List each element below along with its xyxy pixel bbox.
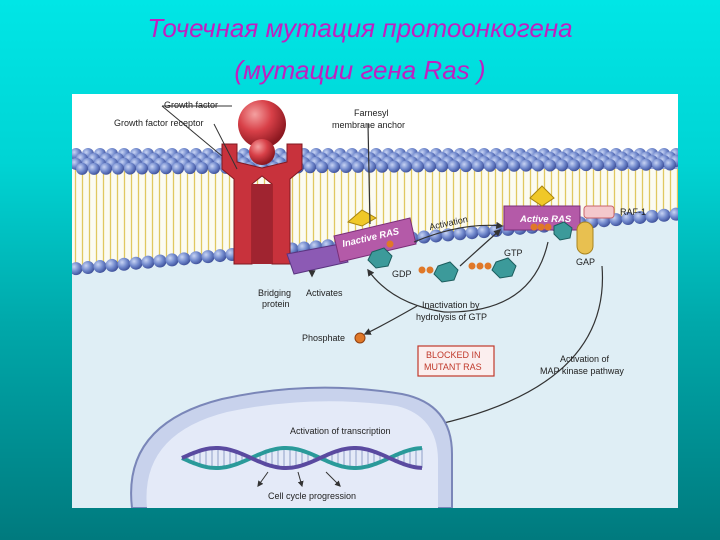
label-map-1: Activation of xyxy=(560,354,610,364)
label-transcription: Activation of transcription xyxy=(290,426,391,436)
label-cell-cycle: Cell cycle progression xyxy=(268,491,356,501)
gtp-molecule xyxy=(468,257,517,279)
label-growth-factor: Growth factor xyxy=(164,100,218,110)
label-gdp: GDP xyxy=(392,269,412,279)
label-gtp: GTP xyxy=(504,248,523,258)
gap-protein xyxy=(576,221,594,255)
bridging-protein xyxy=(286,243,349,275)
active-ras: Active RAS xyxy=(503,185,581,241)
growth-factor xyxy=(238,100,286,165)
label-bridging-2: protein xyxy=(262,299,290,309)
label-inactivation-2: hydrolysis of GTP xyxy=(416,312,487,322)
label-activates: Activates xyxy=(306,288,343,298)
label-farnesyl-2: membrane anchor xyxy=(332,120,405,130)
label-blocked-1: BLOCKED IN xyxy=(426,350,481,360)
receptor-pointer xyxy=(213,123,238,170)
label-inactivation-1: Inactivation by xyxy=(422,300,480,310)
blocked-box xyxy=(417,345,495,377)
label-blocked-2: MUTANT RAS xyxy=(424,362,482,372)
label-raf1: RAF-1 xyxy=(620,207,646,217)
raf1-protein xyxy=(583,205,615,219)
label-gap: GAP xyxy=(576,257,595,267)
growth-factor-pointer xyxy=(161,105,223,157)
gdp-bound-hex xyxy=(367,247,393,269)
label-phosphate: Phosphate xyxy=(302,333,345,343)
active-ras-label: Active RAS xyxy=(519,214,572,225)
dna-helix xyxy=(181,446,423,470)
slide-title-line1: Точечная мутация протоонкогена xyxy=(147,13,573,43)
gdp-release xyxy=(418,261,459,283)
label-farnesyl-1: Farnesyl xyxy=(354,108,389,118)
inactive-ras: Inactive RAS xyxy=(333,209,417,263)
transcription-arrows xyxy=(257,471,341,488)
pathway-arrows xyxy=(308,123,604,433)
phosphate-dot xyxy=(354,332,366,344)
label-growth-factor-receptor: Growth factor receptor xyxy=(114,118,204,128)
label-bridging-1: Bridging xyxy=(258,288,291,298)
slide-title-line2: (мутации гена Ras ) xyxy=(234,55,486,85)
ras-pathway-figure: Inactive RAS Active RAS xyxy=(72,94,678,508)
label-map-2: MAP kinase pathway xyxy=(540,366,624,376)
